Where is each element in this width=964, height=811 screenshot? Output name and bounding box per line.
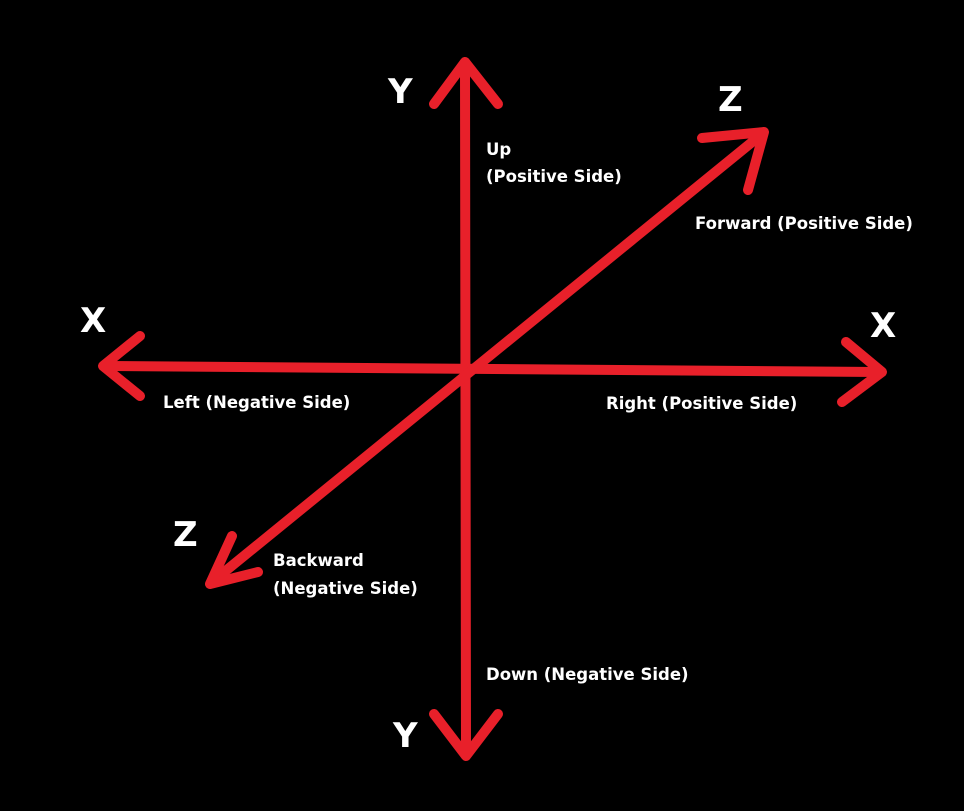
x-axis-left-letter: X xyxy=(80,301,106,341)
down-label: Down (Negative Side) xyxy=(486,665,689,684)
backward-label-line1: Backward xyxy=(273,551,364,570)
axis-lines xyxy=(103,63,883,757)
y-axis-line xyxy=(460,63,471,757)
right-label: Right (Positive Side) xyxy=(606,394,797,413)
backward-label-line2: (Negative Side) xyxy=(273,579,418,598)
up-label-line1: Up xyxy=(486,140,511,159)
z-positive-arrow-icon xyxy=(697,127,769,195)
z-axis-bottom-letter: Z xyxy=(173,515,198,555)
y-positive-arrow-icon xyxy=(429,57,503,109)
up-label-line2: (Positive Side) xyxy=(486,167,622,186)
forward-label: Forward (Positive Side) xyxy=(695,214,913,233)
x-negative-arrow-icon xyxy=(98,331,145,401)
axis-letters: Y Y X X Z Z xyxy=(80,72,896,756)
z-negative-arrow-icon xyxy=(205,531,263,589)
x-axis-right-letter: X xyxy=(870,306,896,346)
y-axis-top-letter: Y xyxy=(387,72,413,112)
left-label: Left (Negative Side) xyxy=(163,393,350,412)
direction-labels: Up (Positive Side) Forward (Positive Sid… xyxy=(163,140,913,684)
z-axis-line xyxy=(207,129,767,587)
x-positive-arrow-icon xyxy=(837,337,887,407)
z-axis-top-letter: Z xyxy=(718,80,743,120)
x-axis-line xyxy=(103,361,883,377)
y-axis-bottom-letter: Y xyxy=(392,716,418,756)
y-negative-arrow-icon xyxy=(429,709,503,761)
arrow-heads xyxy=(98,57,887,761)
